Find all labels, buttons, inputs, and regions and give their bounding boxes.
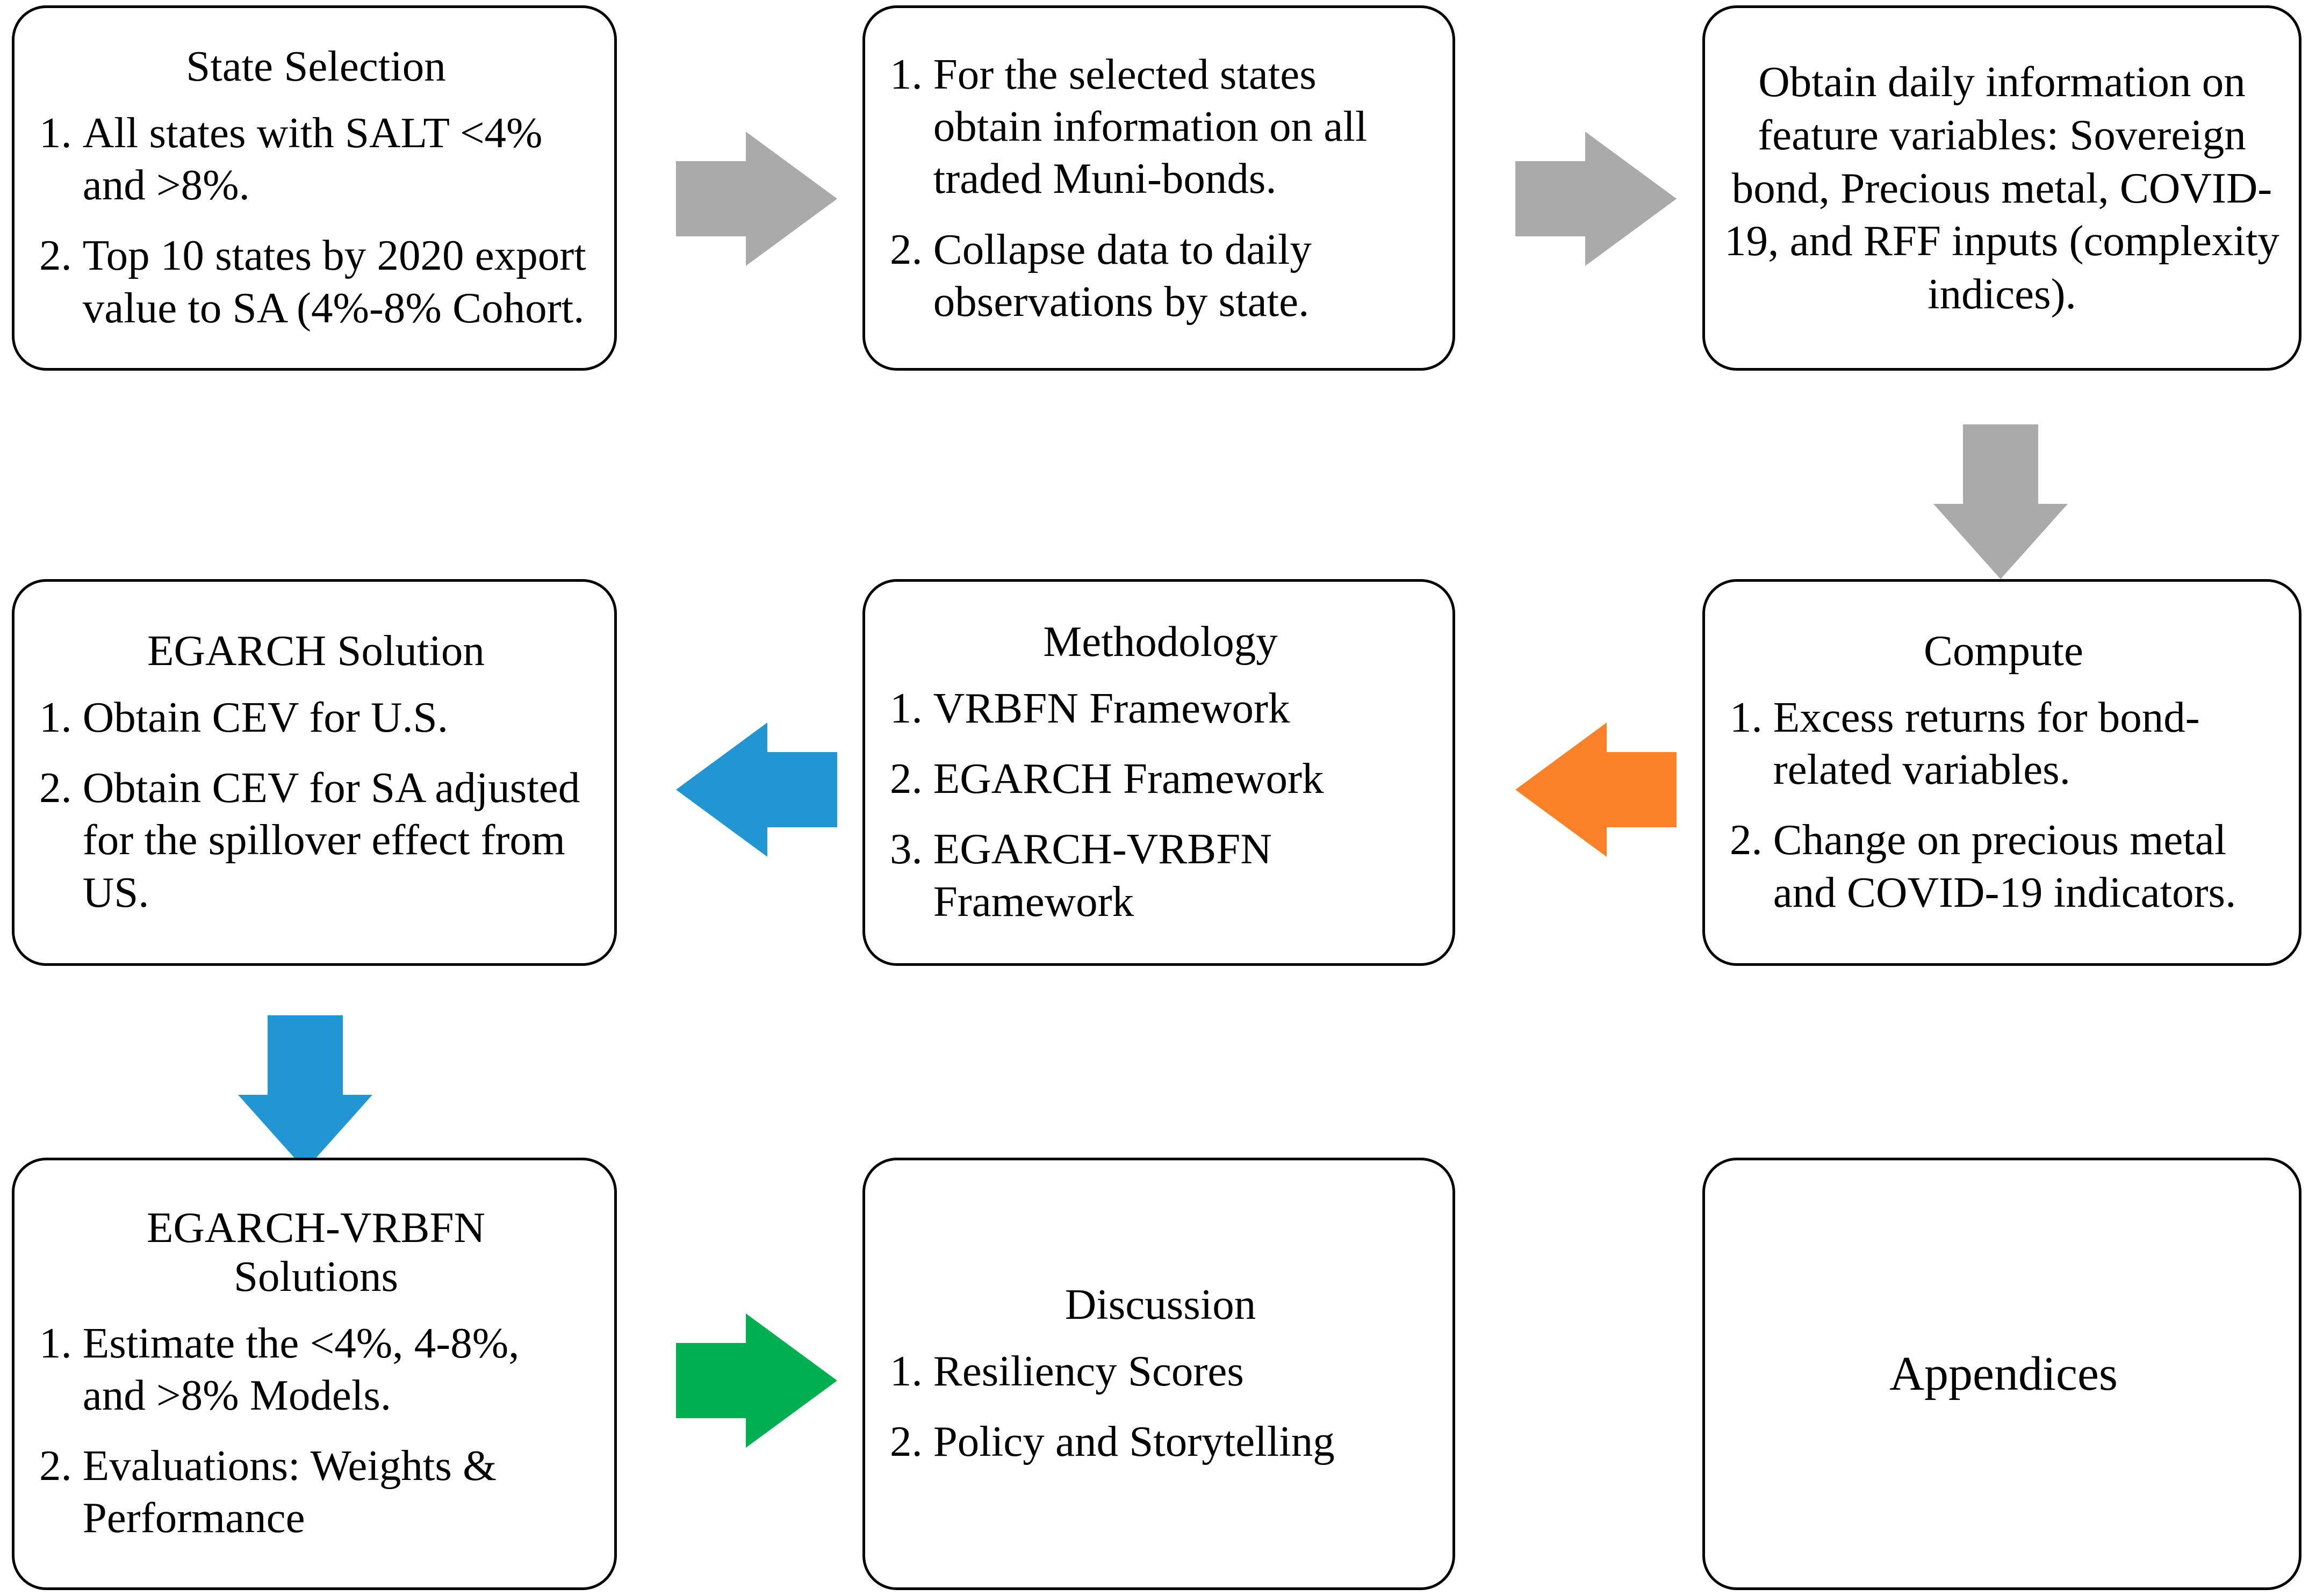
list-item-number: 3. [890,825,923,873]
list-item-text: Estimate the <4%, 4-8%, and >8% Models. [82,1318,520,1420]
list-item: 3. EGARCH-VRBFN Framework [890,823,1431,927]
node-egarch-solution-title: EGARCH Solution [147,626,485,675]
node-egarch-vrbfn-solutions-title: EGARCH-VRBFN Solutions [146,1203,486,1301]
list-item-number: 1. [39,692,72,741]
list-item-text: Top 10 states by 2020 export value to SA… [82,231,586,332]
node-methodology[interactable]: Methodology 1. VRBFN Framework 2. EGARCH… [862,579,1455,966]
list-item: 2. EGARCH Framework [890,753,1431,805]
list-item-text: Resiliency Scores [933,1346,1244,1395]
node-egarch-vrbfn-solutions-body: 1. Estimate the <4%, 4-8%, and >8% Model… [39,1317,593,1544]
node-compute-body: 1. Excess returns for bond-related varia… [1730,691,2277,919]
arrow-muni-to-daily-icon [1515,132,1677,266]
arrow-methodology-to-egarch-icon [676,723,837,857]
list-item-text: All states with SALT <4% and >8%. [82,108,543,210]
list-item-number: 2. [39,1441,72,1490]
node-compute-title: Compute [1924,626,2083,675]
list-item-number: 2. [890,754,923,803]
list-item: 2. Policy and Storytelling [890,1416,1431,1468]
node-appendices[interactable]: Appendices [1702,1158,2301,1590]
list-item-text: Collapse data to daily observations by s… [933,225,1312,326]
list-item-text: Obtain CEV for SA adjusted for the spill… [82,763,580,916]
node-compute[interactable]: Compute 1. Excess returns for bond-relat… [1702,579,2301,966]
list-item-number: 1. [39,1318,72,1367]
node-state-selection[interactable]: State Selection 1. All states with SALT … [12,5,617,371]
list-item: 2. Change on precious metal and COVID-19… [1730,814,2277,918]
list-item-number: 2. [890,1417,923,1465]
list-item-text: VRBFN Framework [933,683,1290,732]
list-item-text: Change on precious metal and COVID-19 in… [1773,815,2236,916]
list-item-number: 2. [39,231,72,280]
list-item-text: For the selected states obtain informati… [933,50,1368,203]
list-item: 2. Obtain CEV for SA adjusted for the sp… [39,762,593,919]
list-item-number: 2. [1730,815,1763,864]
node-discussion-title: Discussion [1065,1280,1256,1328]
list-item: 2. Top 10 states by 2020 export value to… [39,229,593,334]
list-item-text: Obtain CEV for U.S. [82,692,448,741]
list-item-number: 1. [890,1346,923,1395]
list-item: 1. Resiliency Scores [890,1345,1431,1397]
arrow-solutions-to-discussion-icon [676,1313,837,1448]
list-item-number: 1. [39,108,72,157]
node-egarch-solution-body: 1. Obtain CEV for U.S. 2. Obtain CEV for… [39,691,593,919]
node-methodology-title: Methodology [1043,617,1278,666]
node-egarch-solution[interactable]: EGARCH Solution 1. Obtain CEV for U.S. 2… [12,579,617,966]
list-item-text: Excess returns for bond-related variable… [1773,692,2200,794]
list-item: 2. Collapse data to daily observations b… [890,223,1431,328]
list-item: 1. Estimate the <4%, 4-8%, and >8% Model… [39,1317,593,1421]
node-muni-bonds[interactable]: 1. For the selected states obtain inform… [862,5,1455,371]
arrow-egarch-to-solutions-icon [238,1015,372,1170]
list-item: 1. For the selected states obtain inform… [890,48,1431,205]
node-muni-bonds-body: 1. For the selected states obtain inform… [890,48,1431,328]
list-item: 1. All states with SALT <4% and >8%. [39,107,593,211]
list-item-number: 2. [890,225,923,273]
list-item-number: 2. [39,763,72,812]
list-item-text: Policy and Storytelling [933,1417,1335,1465]
node-daily-information[interactable]: Obtain daily information on feature vari… [1702,5,2301,371]
list-item-number: 1. [890,50,923,99]
list-item-number: 1. [1730,692,1763,741]
list-item: 2. Evaluations: Weights & Performance [39,1440,593,1544]
list-item: 1. Obtain CEV for U.S. [39,691,593,743]
arrow-state-to-muni-icon [676,132,837,266]
list-item: 1. VRBFN Framework [890,682,1431,734]
node-appendices-title: Appendices [1889,1347,2118,1400]
list-item-text: EGARCH-VRBFN Framework [933,825,1272,926]
list-item: 1. Excess returns for bond-related varia… [1730,691,2277,796]
node-egarch-vrbfn-solutions[interactable]: EGARCH-VRBFN Solutions 1. Estimate the <… [12,1158,617,1590]
list-item-number: 1. [890,683,923,732]
node-state-selection-body: 1. All states with SALT <4% and >8%. 2. … [39,107,593,334]
node-discussion-body: 1. Resiliency Scores 2. Policy and Story… [890,1345,1431,1468]
list-item-text: Evaluations: Weights & Performance [82,1441,497,1542]
arrow-daily-to-compute-icon [1933,424,2068,579]
node-daily-information-text: Obtain daily information on feature vari… [1724,57,2279,319]
node-methodology-body: 1. VRBFN Framework 2. EGARCH Framework 3… [890,682,1431,928]
list-item-text: EGARCH Framework [933,754,1324,803]
node-discussion[interactable]: Discussion 1. Resiliency Scores 2. Polic… [862,1158,1455,1590]
node-state-selection-title: State Selection [186,42,446,91]
arrow-compute-to-methodology-icon [1515,723,1677,857]
